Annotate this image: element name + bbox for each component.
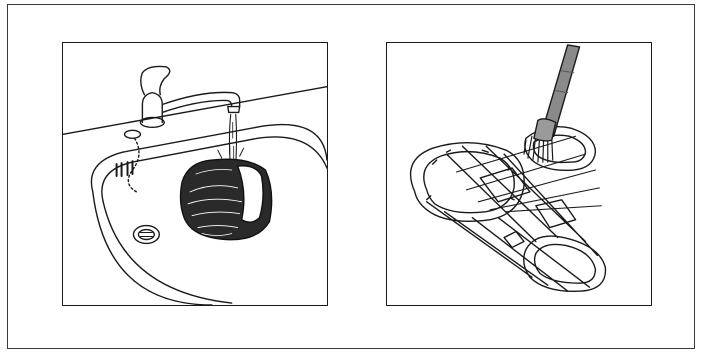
brush-filter-illustration xyxy=(410,44,607,293)
brush-filter-panel xyxy=(386,42,652,306)
illustration-frame xyxy=(7,4,695,349)
rinse-filter-panel xyxy=(62,42,328,306)
sink-faucet-illustration xyxy=(63,65,327,305)
